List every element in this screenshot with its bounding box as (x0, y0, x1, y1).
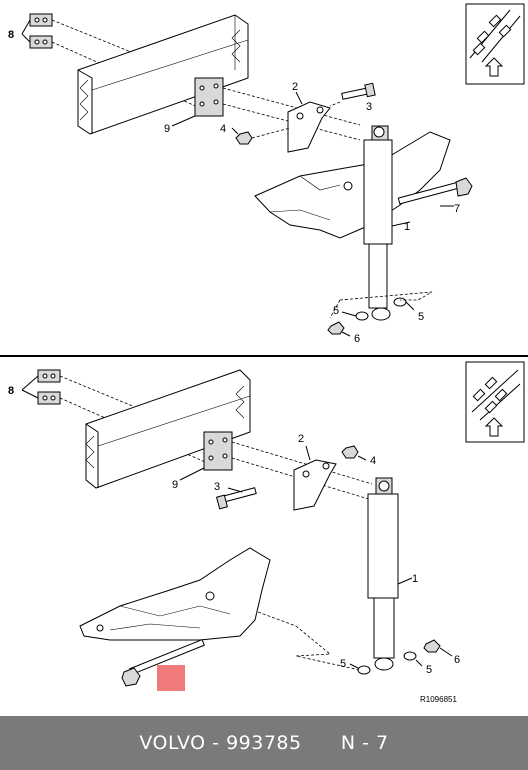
top-callout-7: 7 (454, 203, 460, 215)
top-callout-8: 8 (8, 29, 14, 41)
nut-4 (341, 445, 367, 461)
top-callout-1: 1 (404, 221, 410, 233)
top-callout-3: 3 (366, 101, 372, 113)
front-direction-arrow-icon (465, 361, 525, 443)
reference-code: R1096851 (420, 695, 457, 704)
washers-5-nut-6 (349, 639, 453, 675)
bottom-callout-5b: 5 (426, 664, 432, 676)
bottom-callout-5a: 5 (340, 658, 346, 670)
plate-9 (179, 431, 373, 501)
nut-4 (231, 127, 291, 145)
bolt-3 (329, 82, 376, 107)
bottom-callout-9: 9 (172, 479, 178, 491)
bottom-callout-2: 2 (298, 433, 304, 445)
highlight-part-7 (157, 665, 185, 691)
frame-rail (85, 369, 251, 489)
bolt-3 (215, 487, 257, 510)
front-direction-arrow-icon (465, 3, 525, 85)
frame-rail (77, 14, 249, 135)
top-callout-2: 2 (292, 81, 298, 93)
top-callout-5a: 5 (333, 305, 339, 317)
bottom-callout-3: 3 (214, 481, 220, 493)
shock-absorber-1 (363, 125, 411, 321)
footer-separator: - (205, 732, 227, 754)
top-panel: 8 9 2 3 4 7 1 5 5 6 (8, 3, 525, 345)
bottom-callout-1: 1 (412, 573, 418, 585)
diagram-svg: 8 9 2 3 4 7 1 5 5 6 (8, 3, 525, 704)
top-callout-4: 4 (220, 123, 226, 135)
cross-member (79, 547, 361, 671)
shock-absorber-1 (367, 477, 413, 671)
top-callout-6: 6 (354, 333, 360, 345)
plate-9 (171, 77, 361, 141)
cross-member (254, 131, 451, 239)
footer-bar: VOLVO - 993785 N - 7 (0, 716, 528, 770)
bottom-callout-4: 4 (370, 455, 376, 467)
part-number: 993785 (226, 732, 302, 754)
bottom-callout-6: 6 (454, 654, 460, 666)
bolt-7 (121, 638, 205, 687)
bottom-callout-8: 8 (8, 385, 14, 397)
panel-divider (0, 355, 528, 357)
top-callout-9: 9 (164, 123, 170, 135)
shock-bracket-2 (293, 445, 337, 511)
top-callout-5b: 5 (418, 311, 424, 323)
diagram-position: N - 7 (340, 732, 389, 754)
bolt-7 (397, 177, 473, 207)
brand-name: VOLVO (139, 732, 206, 754)
bottom-panel: 8 9 2 3 4 1 5 5 6 7 R1096851 (8, 361, 525, 704)
exploded-diagram: 8 9 2 3 4 7 1 5 5 6 (0, 3, 528, 704)
washers-5-nut-6 (327, 291, 433, 337)
shock-bracket-2 (287, 91, 331, 153)
